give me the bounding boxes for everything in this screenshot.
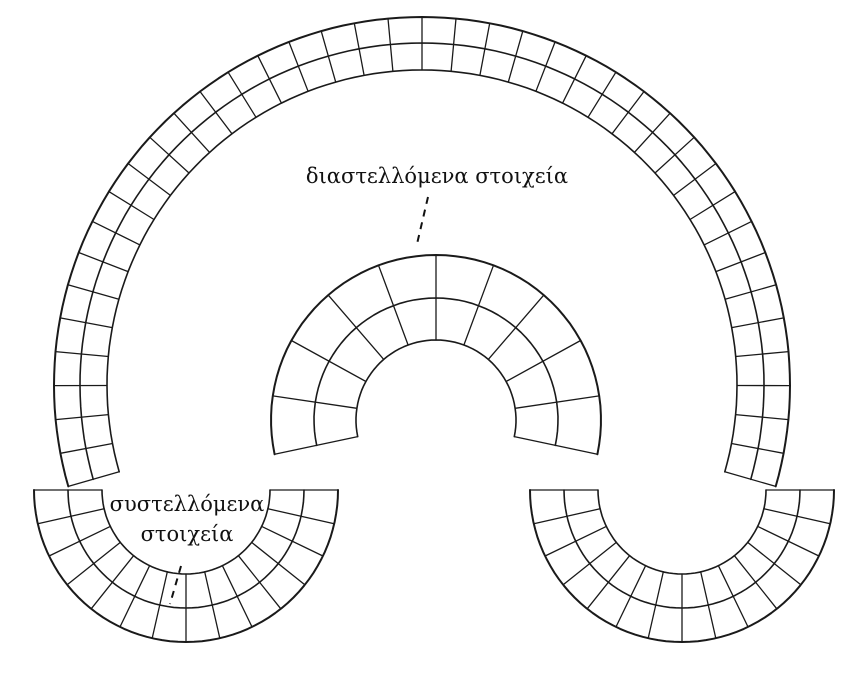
contracted-elements-label-line1: συστελλόμενα — [110, 492, 265, 516]
contracted-elements-label-line2: στοιχεία — [141, 522, 234, 546]
expanded-elements-label: διαστελλόμενα στοιχεία — [306, 164, 568, 188]
